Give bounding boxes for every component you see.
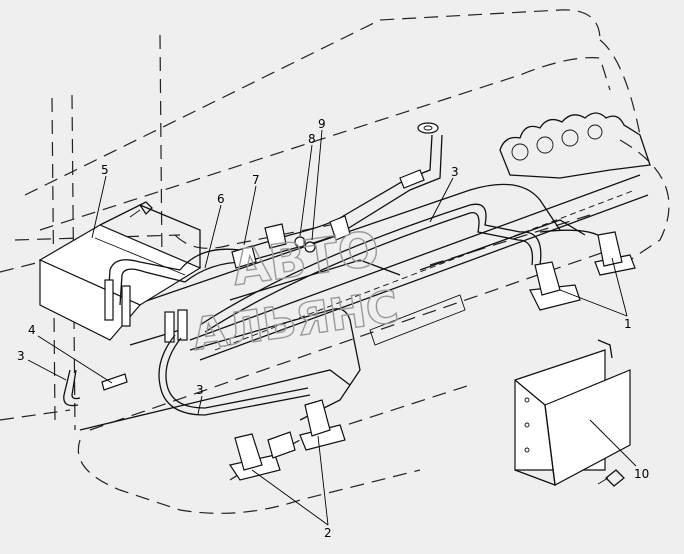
- callout-leaders: [27, 129, 637, 526]
- screw-head: [139, 201, 153, 216]
- pipe-a-outer: [107, 259, 181, 301]
- hose-upper-outer: [199, 203, 542, 326]
- callout-1: 1: [624, 317, 632, 331]
- phantom-horizontal-1: [14, 234, 181, 241]
- tank-seam: [94, 237, 186, 276]
- washer-8: [294, 236, 306, 248]
- track-link-2: [536, 136, 554, 154]
- body-panel: [189, 308, 361, 421]
- leader-4: [37, 335, 113, 384]
- leader-2a: [251, 469, 329, 526]
- track-shape: [499, 112, 651, 179]
- callout-labels: 5 6 7 8 9 3 4 3 3 1 2 10: [17, 117, 649, 540]
- leader-3a: [429, 177, 454, 223]
- watermark-line1: АВТО: [229, 221, 383, 297]
- leader-2b: [317, 435, 329, 526]
- fitting-4: [177, 309, 188, 341]
- bracket-2a-body: [234, 433, 263, 471]
- track-link-4: [587, 124, 603, 140]
- nut-9: [304, 241, 316, 253]
- leader-9: [311, 129, 323, 241]
- leader-6: [204, 204, 222, 269]
- callout-9: 9: [318, 117, 326, 131]
- callout-3-lower: 3: [196, 383, 204, 397]
- cover-tab: [597, 339, 613, 359]
- hose-right: [539, 229, 609, 246]
- hose-lower-outer: [158, 334, 311, 416]
- phantom-right-curve: [599, 39, 641, 136]
- pipe-main-outer: [179, 134, 433, 271]
- pipe-main-inner: [184, 134, 443, 283]
- cover-hole-3: [524, 447, 530, 453]
- track-link-3: [561, 129, 579, 147]
- brackets: [229, 231, 636, 481]
- callout-7: 7: [252, 173, 260, 187]
- phantom-horizontal-3: [0, 409, 71, 421]
- callout-4: 4: [28, 323, 36, 337]
- cover-hole-2: [524, 422, 530, 428]
- bracket-2c: [267, 431, 296, 459]
- bracket-1b-body: [597, 231, 623, 267]
- pipe-cap-inner: [423, 125, 433, 131]
- rail-top: [189, 174, 641, 341]
- phantom-inner-arc: [174, 224, 331, 249]
- rail-bottom: [199, 194, 649, 361]
- body-panel-2: [229, 259, 401, 301]
- leader-1b: [611, 257, 628, 317]
- bracket: [264, 223, 287, 249]
- phantom-vertical-1: [159, 34, 163, 266]
- leader-5: [91, 175, 107, 239]
- screw-shank: [129, 209, 141, 218]
- callout-3-left: 3: [17, 349, 25, 363]
- fitting-2: [121, 285, 131, 327]
- leader-3c: [197, 395, 203, 415]
- leader-7: [243, 185, 257, 246]
- hose-upper-inner: [204, 211, 534, 333]
- phantom-right-lower: [619, 139, 670, 261]
- callout-2: 2: [324, 526, 332, 540]
- sensor-4: [101, 373, 128, 391]
- phantom-top-edge: [24, 9, 601, 196]
- pipe-cap: [417, 122, 439, 134]
- screw-10-shank: [597, 477, 609, 485]
- hose-left-outer: [63, 369, 79, 407]
- track-link-1: [511, 143, 529, 161]
- pipes: [104, 122, 443, 343]
- cover-fold: [514, 379, 556, 486]
- callout-5: 5: [101, 163, 109, 177]
- tank-back: [99, 204, 201, 268]
- cover-hole-1: [524, 397, 530, 403]
- leader-1a: [559, 289, 628, 317]
- frame-rail: [79, 174, 649, 431]
- screw-10-head: [605, 469, 625, 487]
- hose-lower-inner: [165, 337, 309, 409]
- watermark: АВТО АЛЬЯНС: [189, 220, 403, 361]
- leader-10: [589, 419, 637, 467]
- fitting-1: [104, 279, 114, 321]
- bracket-2b-body: [304, 399, 331, 437]
- phantom-horizontal-2: [0, 261, 41, 273]
- leader-8: [299, 144, 313, 237]
- callout-10: 10: [634, 467, 649, 481]
- grille-block: [369, 294, 466, 346]
- phantom-upper-line: [39, 57, 611, 231]
- watermark-line2: АЛЬЯНС: [189, 282, 401, 361]
- body-edge: [119, 183, 561, 311]
- callout-3-upper: 3: [451, 165, 459, 179]
- clamp-9: [329, 215, 351, 241]
- clamp-upper: [399, 169, 425, 189]
- phantom-outline: [0, 9, 670, 514]
- cover-plate: [514, 339, 631, 487]
- callout-6: 6: [217, 192, 225, 206]
- pipe-a-inner: [119, 268, 186, 306]
- lower-step: [79, 369, 351, 431]
- track-outline: [499, 112, 651, 179]
- phantom-bottom-curve: [77, 439, 421, 514]
- callout-8: 8: [308, 132, 316, 146]
- clamp-7: [231, 245, 257, 269]
- hose-left-inner: [71, 369, 81, 400]
- leader-3b: [27, 359, 67, 381]
